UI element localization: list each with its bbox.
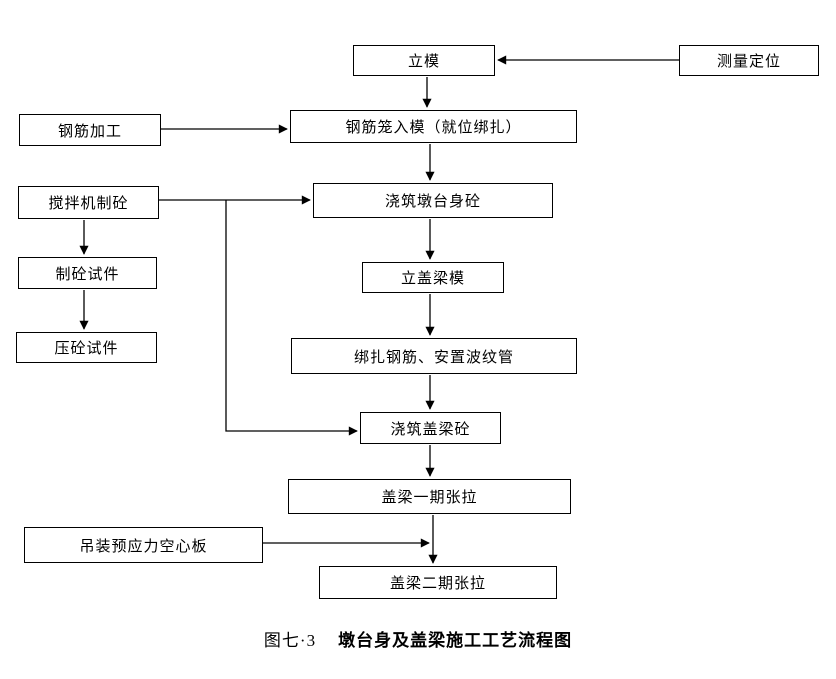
figure-caption-title: 墩台身及盖梁施工工艺流程图 bbox=[338, 631, 573, 650]
node-jiaozhugailiang: 浇筑盖梁砼 bbox=[360, 412, 501, 444]
node-gangjinjiagong: 钢筋加工 bbox=[19, 114, 161, 146]
node-gailiangyiqi: 盖梁一期张拉 bbox=[288, 479, 571, 514]
node-gangjinlongrumo: 钢筋笼入模（就位绑扎） bbox=[290, 110, 577, 143]
node-gailiangerqi: 盖梁二期张拉 bbox=[319, 566, 557, 599]
node-zhitongshijian: 制砼试件 bbox=[18, 257, 157, 289]
node-ligailiangmo: 立盖梁模 bbox=[362, 262, 504, 293]
node-yatongshijian: 压砼试件 bbox=[16, 332, 157, 363]
node-celiangdingwei: 测量定位 bbox=[679, 45, 819, 76]
figure-caption: 图七·3 墩台身及盖梁施工工艺流程图 bbox=[0, 626, 836, 651]
node-diaozhuangban: 吊装预应力空心板 bbox=[24, 527, 263, 563]
figure-caption-number: 图七·3 bbox=[263, 631, 317, 650]
arrow-jiaobanjizhitong-to-jiaozhugailiang bbox=[225, 200, 358, 436]
node-jiaobanjizhitong: 搅拌机制砼 bbox=[18, 186, 159, 219]
node-limo: 立模 bbox=[353, 45, 495, 76]
node-bangzhagangjin: 绑扎钢筋、安置波纹管 bbox=[291, 338, 577, 374]
node-jiaozhuduntai: 浇筑墩台身砼 bbox=[313, 183, 553, 218]
